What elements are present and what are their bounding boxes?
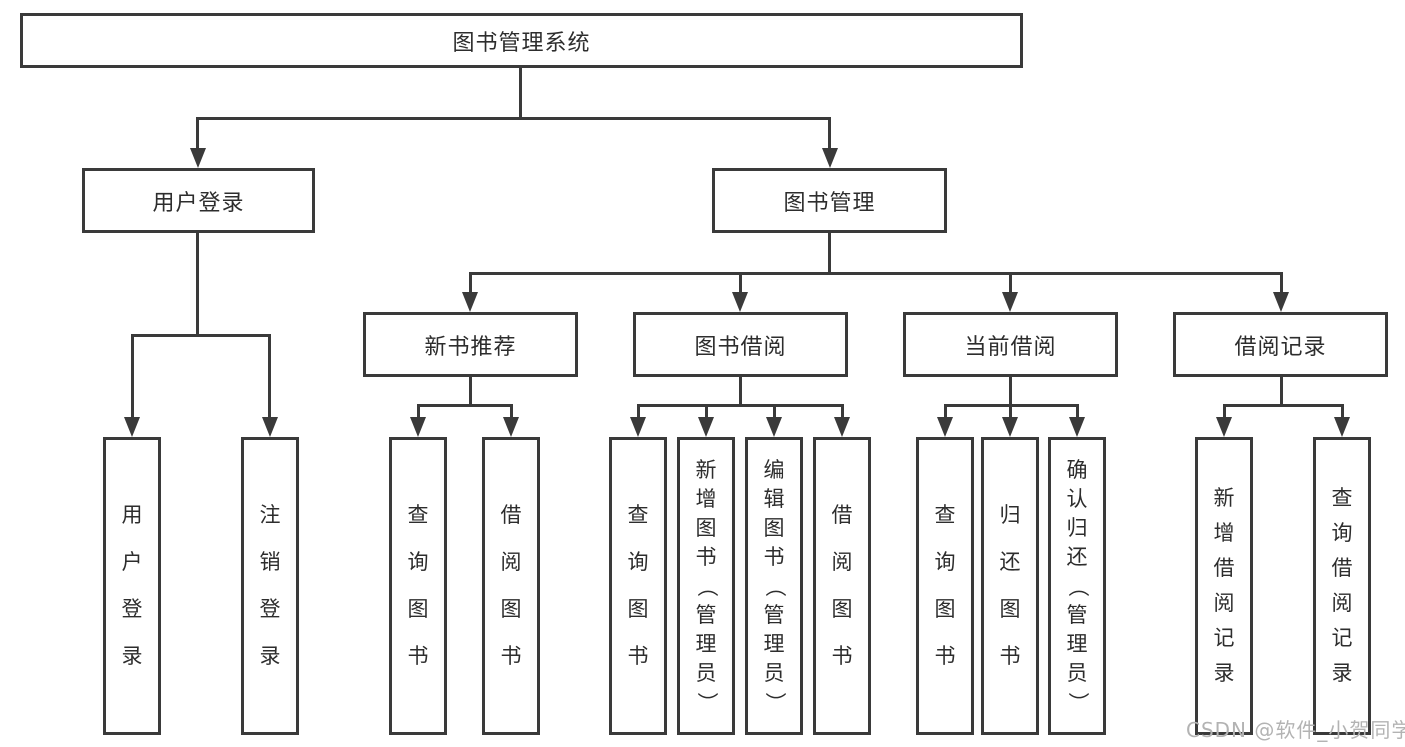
- connector-drop-l3: [1280, 272, 1283, 295]
- arrowhead-l3: [732, 292, 748, 312]
- leaf-add-borrow-record: 新增借阅记录: [1195, 437, 1253, 735]
- connector-l3-stem: [1009, 377, 1012, 406]
- connector-l3-stem: [739, 377, 742, 406]
- connector-drop-l3: [469, 272, 472, 295]
- connector-user-login-stem: [196, 233, 199, 336]
- connector-drop-leaf: [268, 334, 271, 419]
- arrowhead-l3: [1002, 292, 1018, 312]
- arrowhead-leaf: [1216, 417, 1232, 437]
- connector-drop-leaf: [944, 404, 947, 420]
- node-label: 新增图书（管理员）: [694, 457, 719, 713]
- leaf-edit-book-admin: 编辑图书（管理员）: [745, 437, 803, 735]
- connector-l3-hbar: [1223, 404, 1344, 407]
- connector-drop-leaf: [705, 404, 708, 420]
- node-label: 图书管理: [783, 190, 876, 216]
- node-user-login: 用户登录: [82, 168, 315, 233]
- leaf-user-login: 用户登录: [103, 437, 161, 735]
- arrowhead-leaf: [410, 417, 426, 437]
- csdn-watermark: CSDN @软件_小贺同学: [1186, 718, 1405, 742]
- connector-drop-l3: [1009, 272, 1012, 295]
- connector-root-stem: [519, 68, 522, 118]
- connector-drop-leaf: [1076, 404, 1079, 420]
- leaf-borrow-books: 借阅图书: [813, 437, 871, 735]
- connector-drop-leaf: [131, 334, 134, 419]
- leaf-logout: 注销登录: [241, 437, 299, 735]
- leaf-add-book-admin: 新增图书（管理员）: [677, 437, 735, 735]
- connector-l3-stem: [469, 377, 472, 406]
- leaf-query-books-current: 查询图书: [916, 437, 974, 735]
- connector-drop-leaf: [1009, 404, 1012, 420]
- node-new-book-recommend: 新书推荐: [363, 312, 578, 377]
- node-label: 当前借阅: [964, 334, 1057, 360]
- arrowhead-leaf: [698, 417, 714, 437]
- connector-drop-book-mgmt: [828, 117, 831, 150]
- node-label: 查询图书: [407, 503, 429, 668]
- node-label: 查询图书: [627, 503, 649, 668]
- arrowhead-leaf: [1334, 417, 1350, 437]
- node-label: 查询图书: [934, 503, 956, 668]
- node-label: 借阅图书: [500, 503, 522, 668]
- leaf-query-borrow-record: 查询借阅记录: [1313, 437, 1371, 735]
- arrowhead-leaf: [1069, 417, 1085, 437]
- connector-drop-user-login: [196, 117, 199, 150]
- connector-user-login-hbar: [131, 334, 271, 337]
- connector-drop-leaf: [417, 404, 420, 420]
- connector-book-mgmt-stem: [828, 233, 831, 274]
- connector-drop-leaf: [841, 404, 844, 420]
- arrowhead-leaf: [1002, 417, 1018, 437]
- node-label: 用户登录: [152, 190, 245, 216]
- leaf-confirm-return-admin: 确认归还（管理员）: [1048, 437, 1106, 735]
- arrowhead-book-mgmt: [822, 148, 838, 168]
- node-library-system: 图书管理系统: [20, 13, 1023, 68]
- node-label: 新书推荐: [424, 334, 517, 360]
- leaf-query-books-borrowing: 查询图书: [609, 437, 667, 735]
- connector-drop-l3: [739, 272, 742, 295]
- arrowhead-leaf: [262, 417, 278, 437]
- node-label: 归还图书: [999, 503, 1021, 668]
- arrowhead-leaf: [124, 417, 140, 437]
- arrowhead-leaf: [630, 417, 646, 437]
- connector-root-hbar: [196, 117, 830, 120]
- node-label: 图书借阅: [694, 334, 787, 360]
- node-label: 图书管理系统: [452, 30, 591, 56]
- connector-drop-leaf: [1341, 404, 1344, 420]
- connector-drop-leaf: [637, 404, 640, 420]
- connector-l3-hbar: [637, 404, 844, 407]
- node-label: 查询借阅记录: [1331, 486, 1353, 685]
- arrowhead-leaf: [937, 417, 953, 437]
- node-label: 用户登录: [121, 503, 143, 668]
- node-label: 借阅记录: [1234, 334, 1327, 360]
- arrowhead-l3: [1273, 292, 1289, 312]
- node-current-borrowing: 当前借阅: [903, 312, 1118, 377]
- node-label: 借阅图书: [831, 503, 853, 668]
- connector-l3-hbar: [417, 404, 513, 407]
- leaf-return-book: 归还图书: [981, 437, 1039, 735]
- connector-book-mgmt-hbar: [469, 272, 1282, 275]
- node-label: 确认归还（管理员）: [1065, 457, 1090, 713]
- connector-drop-leaf: [1223, 404, 1226, 420]
- arrowhead-user-login: [190, 148, 206, 168]
- node-label: 编辑图书（管理员）: [762, 457, 787, 713]
- node-book-management: 图书管理: [712, 168, 947, 233]
- arrowhead-leaf: [503, 417, 519, 437]
- leaf-borrow-books-recommend: 借阅图书: [482, 437, 540, 735]
- arrowhead-leaf: [766, 417, 782, 437]
- connector-drop-leaf: [773, 404, 776, 420]
- connector-drop-leaf: [510, 404, 513, 420]
- node-book-borrowing: 图书借阅: [633, 312, 848, 377]
- node-label: 新增借阅记录: [1213, 486, 1235, 685]
- connector-l3-stem: [1280, 377, 1283, 406]
- node-borrowing-records: 借阅记录: [1173, 312, 1388, 377]
- leaf-query-books-recommend: 查询图书: [389, 437, 447, 735]
- node-label: 注销登录: [259, 503, 281, 668]
- arrowhead-l3: [462, 292, 478, 312]
- arrowhead-leaf: [834, 417, 850, 437]
